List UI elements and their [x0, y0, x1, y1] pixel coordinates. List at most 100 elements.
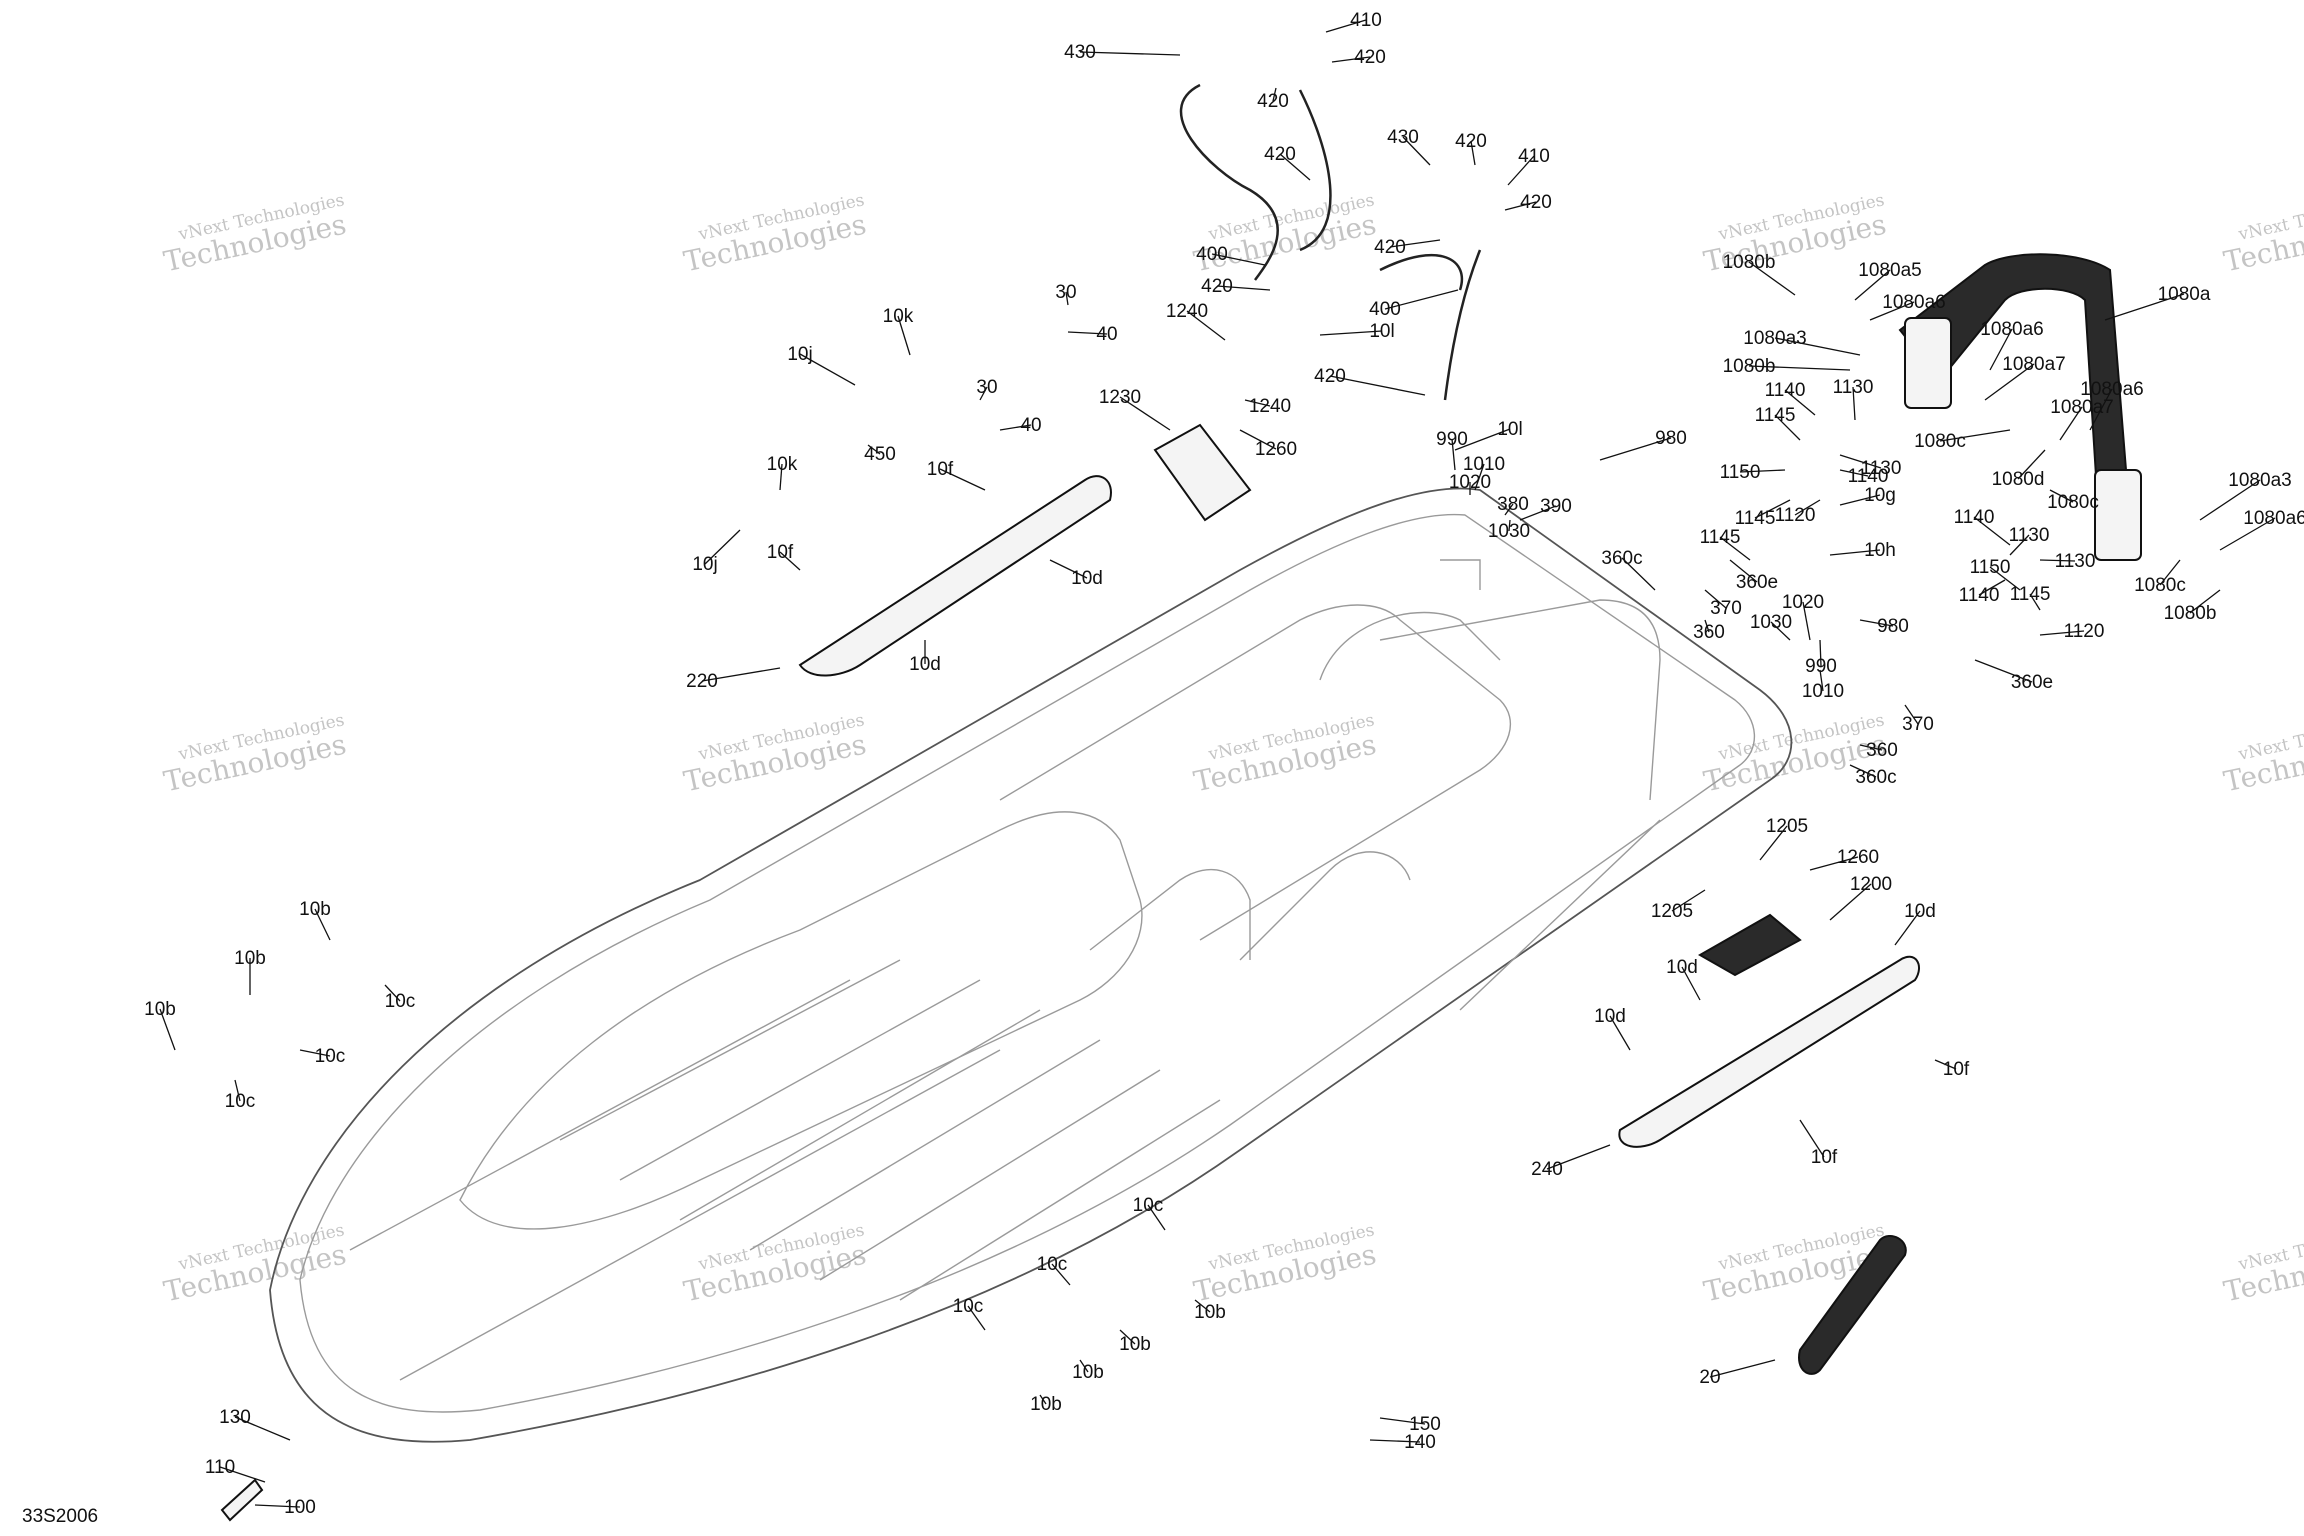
callout: 360: [1693, 619, 1725, 643]
callout-leader: [384, 984, 401, 1002]
callout: 1140: [1839, 466, 1888, 487]
callout: 1130: [2009, 525, 2049, 556]
callout: 420: [1374, 237, 1441, 258]
callout-label: 420: [1520, 192, 1552, 213]
callout: 1080b: [2164, 589, 2221, 624]
callout-leader: [1119, 396, 1171, 431]
callout: 1120: [2039, 621, 2104, 642]
callout: 370: [1704, 589, 1742, 619]
callout: 10k: [767, 454, 798, 491]
callout-leader: [1319, 330, 1383, 336]
callout-leader: [2059, 406, 2083, 441]
callout: 430: [1064, 42, 1181, 63]
callout-label: 10l: [1369, 321, 1394, 342]
callout-leader: [234, 1079, 241, 1102]
callout-label: 10b: [234, 948, 266, 969]
callout: 1080a5: [1854, 260, 1922, 301]
callout: 10l: [1319, 321, 1395, 342]
callout-leader: [1239, 429, 1277, 450]
callout-leader: [1216, 285, 1271, 291]
callout-leader: [2189, 589, 2221, 614]
callout-leader: [999, 424, 1032, 431]
callout: 10f: [1934, 1059, 1970, 1080]
callout-leader: [1819, 669, 1824, 692]
callout-label: 10b: [1194, 1302, 1226, 1323]
part-shapes: [220, 83, 2142, 1522]
callout-leader: [254, 1504, 301, 1508]
callout: 980: [1859, 616, 1909, 637]
callout-label: 980: [1877, 616, 1909, 637]
callout: 130: [219, 1407, 291, 1441]
callout-leader: [1079, 51, 1181, 56]
callout-label: 10b: [1072, 1362, 1104, 1383]
callout-label: 10d: [1071, 568, 1103, 589]
callout: 1080a7: [2050, 397, 2114, 441]
callout-label: 20: [1699, 1367, 1720, 1388]
callout-label: 410: [1518, 146, 1550, 167]
callout-leader: [1894, 910, 1921, 946]
callout-leader: [1829, 883, 1872, 921]
callout: 1145: [1700, 527, 1751, 561]
callout: 10b: [234, 948, 266, 995]
callout-leader: [1331, 56, 1371, 63]
callout: 10c: [1133, 1195, 1166, 1231]
callout-label: 1205: [1651, 901, 1693, 922]
callout-label: 400: [1196, 244, 1228, 265]
callout-leader: [1759, 825, 1788, 861]
callout-leader: [1849, 764, 1877, 778]
callout-leader: [1989, 566, 2021, 591]
callout-leader: [1802, 601, 1811, 641]
callout-leader: [2104, 293, 2185, 321]
callout-leader: [779, 551, 801, 571]
callout-label: 100: [284, 1497, 316, 1518]
callout-label: 1140: [1954, 507, 1995, 528]
callout-leader: [1794, 499, 1821, 516]
callout: 1145: [2010, 584, 2051, 611]
callout: 1080b: [1723, 356, 1851, 377]
callout-label: 10c: [385, 991, 416, 1012]
callout: 10c: [225, 1079, 255, 1112]
callout: 20: [1699, 1359, 1776, 1388]
callout-label: 1145: [2010, 584, 2051, 605]
callout: 10b: [1194, 1299, 1226, 1323]
callout-leader: [1621, 557, 1656, 591]
callout: 10l: [1454, 419, 1523, 451]
callout: 140: [1369, 1432, 1436, 1453]
callout-leader: [1859, 744, 1883, 751]
callout-leader: [1904, 704, 1919, 725]
callout-leader: [314, 908, 331, 941]
callout-label: 1080a3: [1743, 328, 1806, 349]
callout-leader: [2089, 388, 2113, 431]
callout: 10h: [1829, 540, 1896, 561]
callout: 1145: [1735, 499, 1791, 529]
callout-leader: [1079, 1359, 1089, 1373]
callout-label: 1010: [1802, 681, 1844, 702]
callout-leader: [1989, 328, 2013, 371]
callout-label: 1080a6: [1980, 319, 2043, 340]
callout-label: 990: [1805, 656, 1837, 677]
callout: 1120: [1775, 499, 1821, 526]
callout-leader: [1852, 386, 1856, 421]
callout: 1240: [1244, 396, 1291, 417]
callout-label: 130: [219, 1407, 251, 1428]
callout: 1140: [1765, 380, 1816, 416]
callout-label: 1020: [1782, 592, 1824, 613]
callout-leader: [1194, 1299, 1211, 1313]
callout-label: 10b: [1030, 1394, 1062, 1415]
callout: 990: [1805, 639, 1837, 677]
callout: 30: [1055, 282, 1077, 306]
callout-leader: [799, 353, 856, 386]
callout-label: 360e: [1736, 572, 1778, 593]
callout-leader: [1978, 579, 2006, 596]
callout-leader: [1272, 87, 1277, 102]
callout: 1130: [1839, 454, 1901, 479]
callout: 380: [1497, 494, 1529, 516]
callout-label: 1145: [1700, 527, 1741, 548]
callout-leader: [1748, 261, 1796, 296]
callout-label: 370: [1902, 714, 1934, 735]
callout-label: 980: [1655, 428, 1687, 449]
callout: 10b: [1072, 1359, 1104, 1383]
